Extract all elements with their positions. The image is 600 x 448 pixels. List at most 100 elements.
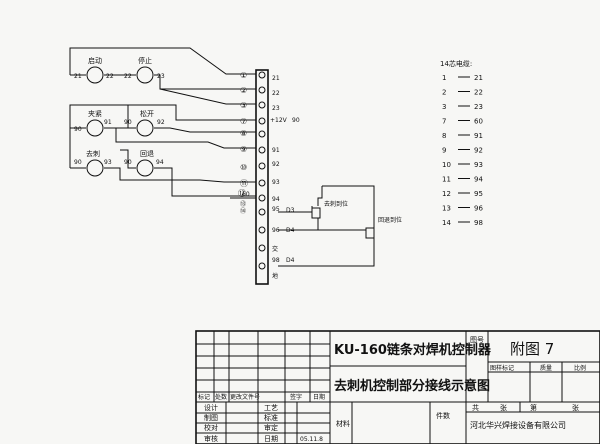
drawing-mark-label: 图样标记 xyxy=(490,364,514,372)
terminal-label: 93 xyxy=(272,179,280,186)
total-sheets-unit: 张 xyxy=(500,403,507,412)
weight-label: 质量 xyxy=(540,364,552,372)
terminal-label: 23 xyxy=(272,105,280,112)
wire-number: ② xyxy=(240,86,247,95)
terminal-label: D4 xyxy=(286,227,295,234)
terminal-label: 地 xyxy=(272,272,278,280)
wire-number: ① xyxy=(240,71,247,80)
cable-terminal-number: 93 xyxy=(474,161,483,169)
terminal-label: 22 xyxy=(272,90,280,97)
cable-core-number: 12 xyxy=(442,190,451,198)
cable-core-number: 1 xyxy=(442,74,446,82)
figure-number: 附图 7 xyxy=(510,340,554,358)
rev-header: 标记 xyxy=(198,393,210,401)
switch-clamp-label: 夹紧 xyxy=(88,109,102,118)
material-label: 材料 xyxy=(336,419,350,428)
limit-switch-label: 去刺到位 xyxy=(324,200,348,208)
sign-role2: 工艺 xyxy=(264,404,278,412)
terminal-side-label: D4 xyxy=(286,257,295,264)
switch-return-label: 回退 xyxy=(140,149,154,158)
switch-group: 启动 21 22 停止 22 23 夹紧 90 91 松开 90 92 去刺 9… xyxy=(74,56,165,177)
company-name: 河北华兴焊接设备有限公司 xyxy=(470,420,566,430)
switch-release: 松开 90 92 xyxy=(124,109,165,137)
cable-terminal-number: 22 xyxy=(474,89,483,97)
cable-core-number: 3 xyxy=(442,103,446,111)
sheet-no-label: 第 xyxy=(530,403,537,412)
rev-header: 更改文件号 xyxy=(230,393,260,401)
cable-terminal-number: 96 xyxy=(474,205,483,213)
cable-core-number: 14 xyxy=(442,219,451,227)
wire-number: ⑩ xyxy=(240,163,247,172)
figure-number-label: 图号 xyxy=(470,336,484,344)
switch-stop-right: 23 xyxy=(157,73,165,80)
terminal-label: 21 xyxy=(272,75,280,82)
title-block: KU-160链条对焊机控制器 去刺机控制部分接线示意图 图号 附图 7 图样标记… xyxy=(195,330,600,445)
terminal-label: 91 xyxy=(272,147,280,154)
terminal-label: 96 xyxy=(272,227,280,234)
switch-start: 启动 21 22 xyxy=(74,56,114,84)
terminal-block: 21 22 23 +12V 90 91 92 93 94 95 D3 96 D4… xyxy=(255,69,300,285)
switch-deburr-left: 90 xyxy=(74,159,82,166)
switch-stop: 停止 22 23 xyxy=(124,56,165,84)
terminal-label: 交 xyxy=(272,245,278,253)
wire-label-60: 60 xyxy=(242,191,250,198)
switch-clamp-left: 90 xyxy=(74,126,82,133)
wire-number: ⑬ xyxy=(240,200,246,208)
terminal-label: +12V xyxy=(270,117,288,124)
cable-terminal-number: 94 xyxy=(474,176,483,184)
terminal-label: 92 xyxy=(272,161,280,168)
sign-role: 制图 xyxy=(204,413,218,422)
limit-switches: 去刺到位 回退到位 60 xyxy=(242,191,402,239)
cable-terminal-number: 92 xyxy=(474,147,483,155)
sign-role2: 标准 xyxy=(264,413,278,422)
cable-core-number: 11 xyxy=(442,176,451,184)
cable-terminal-number: 91 xyxy=(474,132,483,140)
cable-terminal-number: 21 xyxy=(474,74,483,82)
sign-role: 审核 xyxy=(204,434,218,443)
cable-core-number: 7 xyxy=(442,118,446,126)
cable-map: 14芯电缆: xyxy=(440,59,472,68)
switch-start-right: 22 xyxy=(106,73,114,80)
wire-number: ⑧ xyxy=(240,129,247,138)
sign-date: 05.11.8 xyxy=(300,436,323,443)
wire-number: ⑭ xyxy=(240,207,246,215)
product-title: KU-160链条对焊机控制器 xyxy=(334,342,492,358)
wire-number: ⑪ xyxy=(240,179,248,188)
switch-deburr-label: 去刺 xyxy=(86,149,100,158)
terminal-label: 95 xyxy=(272,206,280,213)
wire-lines xyxy=(69,47,375,267)
switch-start-left: 21 xyxy=(74,73,82,80)
switch-stop-label: 停止 xyxy=(138,56,152,65)
sheet-no-unit: 张 xyxy=(572,403,579,412)
terminal-label: 90 xyxy=(292,117,300,124)
switch-clamp: 夹紧 90 91 xyxy=(74,109,112,137)
switch-start-label: 启动 xyxy=(88,56,102,65)
wire-number: ⑨ xyxy=(240,145,247,154)
cable-terminal-number: 23 xyxy=(474,103,483,111)
switch-return-left: 90 xyxy=(124,159,132,166)
cable-core-number: 13 xyxy=(442,205,451,213)
terminal-label: 98 xyxy=(272,257,280,264)
switch-return-right: 94 xyxy=(156,159,164,166)
total-sheets-label: 共 xyxy=(472,403,479,412)
sign-role2: 日期 xyxy=(264,435,278,443)
rev-header: 日期 xyxy=(313,393,325,401)
wire-number: ③ xyxy=(240,101,247,110)
switch-release-left: 90 xyxy=(124,119,132,126)
switch-stop-left: 22 xyxy=(124,73,132,80)
terminal-label: 94 xyxy=(272,196,280,203)
drawing-title: 去刺机控制部分接线示意图 xyxy=(334,378,490,394)
cable-terminal-number: 60 xyxy=(474,118,483,126)
limit-switch-label: 回退到位 xyxy=(378,216,402,224)
quantity-label: 件数 xyxy=(436,411,450,420)
switch-clamp-right: 91 xyxy=(104,119,112,126)
cable-terminal-number: 95 xyxy=(474,190,483,198)
switch-deburr-right: 93 xyxy=(104,159,112,166)
scale-label: 比例 xyxy=(574,364,586,372)
terminal-label: D3 xyxy=(286,207,295,214)
rev-header: 处数 xyxy=(215,393,227,401)
wire-number: ⑦ xyxy=(240,117,247,126)
